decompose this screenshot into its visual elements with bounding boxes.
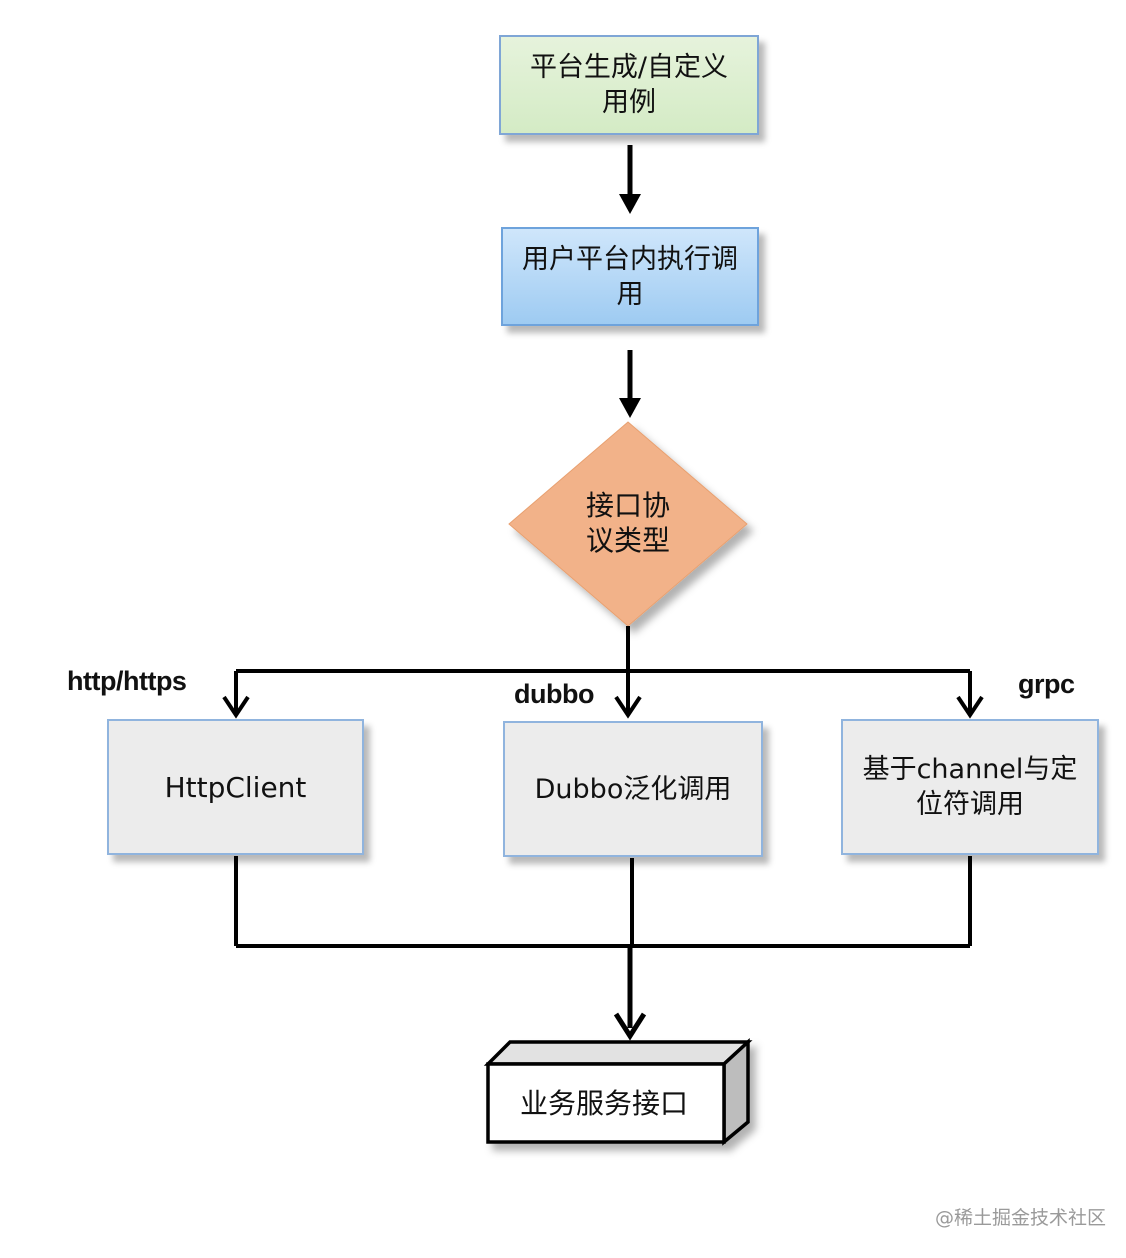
decision-label-line2: 议类型 [585, 524, 670, 557]
httpclient-node[interactable]: HttpClient [107, 719, 364, 855]
edge-label-dubbo: dubbo [514, 679, 594, 709]
dubbo-node[interactable]: Dubbo泛化调用 [503, 721, 763, 857]
grpc-node-line1: 基于channel与定 [862, 754, 1078, 785]
edge-label-http: http/https [67, 666, 187, 696]
start-node[interactable]: 平台生成/自定义 用例 [499, 35, 759, 135]
watermark: @稀土掘金技术社区 [935, 1207, 1107, 1229]
grpc-node[interactable]: 基于channel与定 位符调用 [841, 719, 1099, 855]
branch-connector [222, 626, 984, 719]
arrow-start-to-execute [619, 145, 641, 214]
merge-connector [234, 856, 972, 948]
edge-label-grpc: grpc [1018, 669, 1075, 699]
decision-label-line1: 接口协 [585, 489, 670, 522]
start-node-line1: 平台生成/自定义 [529, 52, 729, 83]
execute-node-line2: 用 [616, 278, 644, 310]
execute-node-line1: 用户平台内执行调 [522, 243, 738, 275]
dubbo-node-label: Dubbo泛化调用 [534, 773, 732, 805]
end-node-label: 业务服务接口 [519, 1087, 688, 1120]
start-node-line2: 用例 [601, 87, 656, 118]
grpc-node-line2: 位符调用 [916, 789, 1024, 820]
arrow-merge-to-end [613, 946, 647, 1041]
execute-node[interactable]: 用户平台内执行调 用 [501, 227, 759, 326]
end-box[interactable] [483, 1038, 753, 1146]
httpclient-node-label: HttpClient [164, 770, 307, 804]
decision-label: 接口协 议类型 [548, 488, 708, 558]
arrow-execute-to-decision [619, 350, 641, 418]
